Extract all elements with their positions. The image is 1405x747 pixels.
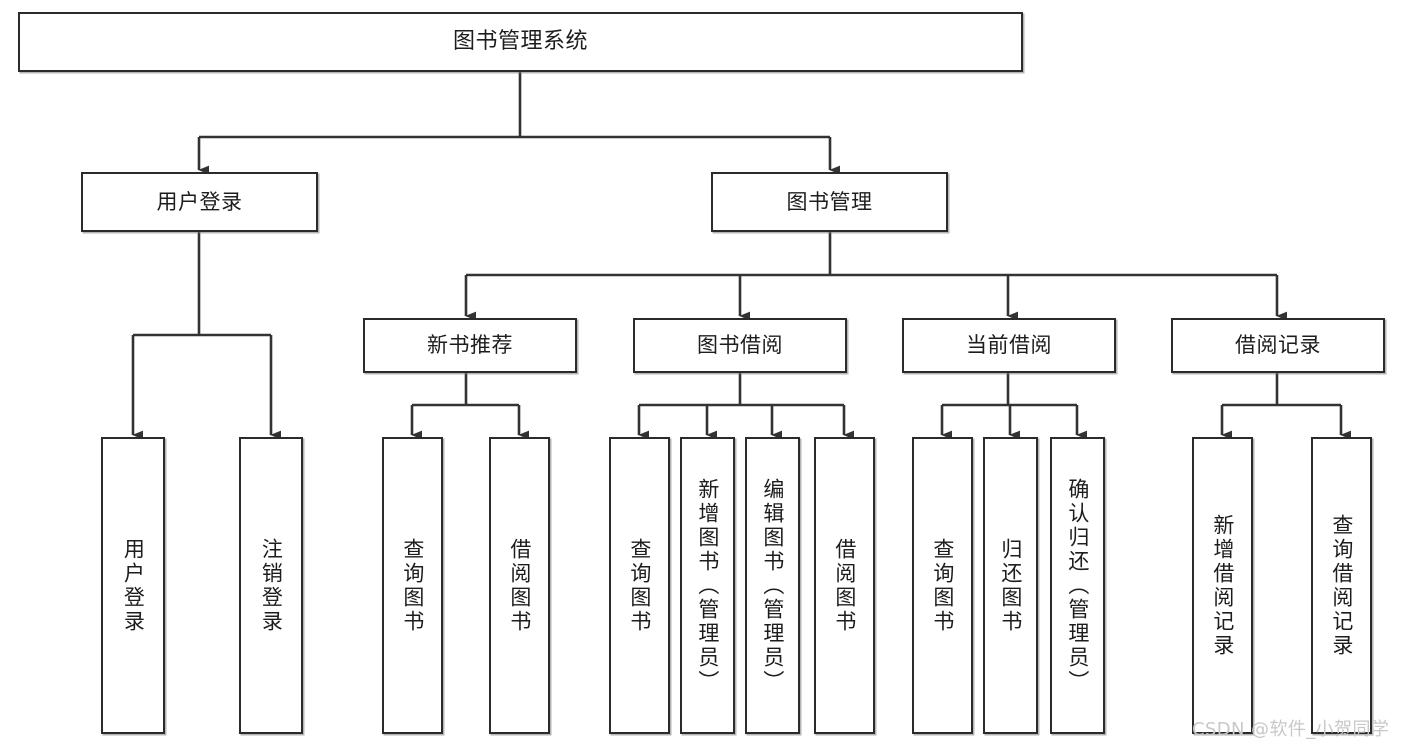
node-user-login[interactable]: 用户登录: [81, 172, 318, 232]
node-book-borrow[interactable]: 图书借阅: [633, 318, 847, 373]
node-borrow-record-label: 借阅记录: [1235, 333, 1321, 358]
leaf-confirm-return-label: 确认归还（管理员）: [1065, 477, 1090, 694]
leaf-return-book-label: 归还图书: [998, 537, 1023, 634]
node-borrow-record[interactable]: 借阅记录: [1171, 318, 1385, 373]
node-user-login-label: 用户登录: [156, 189, 243, 214]
leaf-add-borrow-record-label: 新增借阅记录: [1210, 513, 1235, 658]
leaf-borrow-book-2-label: 借阅图书: [832, 537, 857, 634]
leaf-query-book-3-label: 查询图书: [930, 537, 955, 634]
leaf-query-book-3[interactable]: 查询图书: [912, 437, 973, 734]
node-root-label: 图书管理系统: [452, 29, 588, 55]
leaf-user-logout-label: 注销登录: [259, 537, 284, 634]
leaf-add-book-label: 新增图书（管理员）: [695, 477, 720, 694]
leaf-user-login-label: 用户登录: [121, 537, 146, 634]
node-new-book-recommend[interactable]: 新书推荐: [363, 318, 577, 373]
node-new-book-recommend-label: 新书推荐: [427, 333, 513, 358]
leaf-query-borrow-record[interactable]: 查询借阅记录: [1311, 437, 1372, 734]
node-current-borrow[interactable]: 当前借阅: [902, 318, 1116, 373]
node-book-management[interactable]: 图书管理: [711, 172, 948, 232]
leaf-borrow-book-2[interactable]: 借阅图书: [814, 437, 875, 734]
leaf-query-borrow-record-label: 查询借阅记录: [1329, 513, 1354, 658]
leaf-user-logout[interactable]: 注销登录: [239, 437, 303, 734]
leaf-edit-book-label: 编辑图书（管理员）: [760, 477, 785, 694]
node-current-borrow-label: 当前借阅: [966, 333, 1052, 358]
leaf-user-login[interactable]: 用户登录: [101, 437, 165, 734]
leaf-add-borrow-record[interactable]: 新增借阅记录: [1192, 437, 1253, 734]
node-root[interactable]: 图书管理系统: [18, 12, 1023, 72]
leaf-confirm-return[interactable]: 确认归还（管理员）: [1050, 437, 1105, 734]
leaf-return-book[interactable]: 归还图书: [983, 437, 1038, 734]
leaf-edit-book[interactable]: 编辑图书（管理员）: [745, 437, 800, 734]
watermark-text: CSDN @软件_小贺同学: [1192, 719, 1390, 740]
leaf-borrow-book-1-label: 借阅图书: [507, 537, 532, 634]
leaf-query-book-1-label: 查询图书: [400, 537, 425, 634]
node-book-borrow-label: 图书借阅: [697, 333, 783, 358]
leaf-borrow-book-1[interactable]: 借阅图书: [489, 437, 550, 734]
leaf-query-book-1[interactable]: 查询图书: [382, 437, 443, 734]
leaf-query-book-2-label: 查询图书: [627, 537, 652, 634]
leaf-query-book-2[interactable]: 查询图书: [609, 437, 670, 734]
node-book-management-label: 图书管理: [786, 189, 873, 214]
leaf-add-book[interactable]: 新增图书（管理员）: [680, 437, 735, 734]
